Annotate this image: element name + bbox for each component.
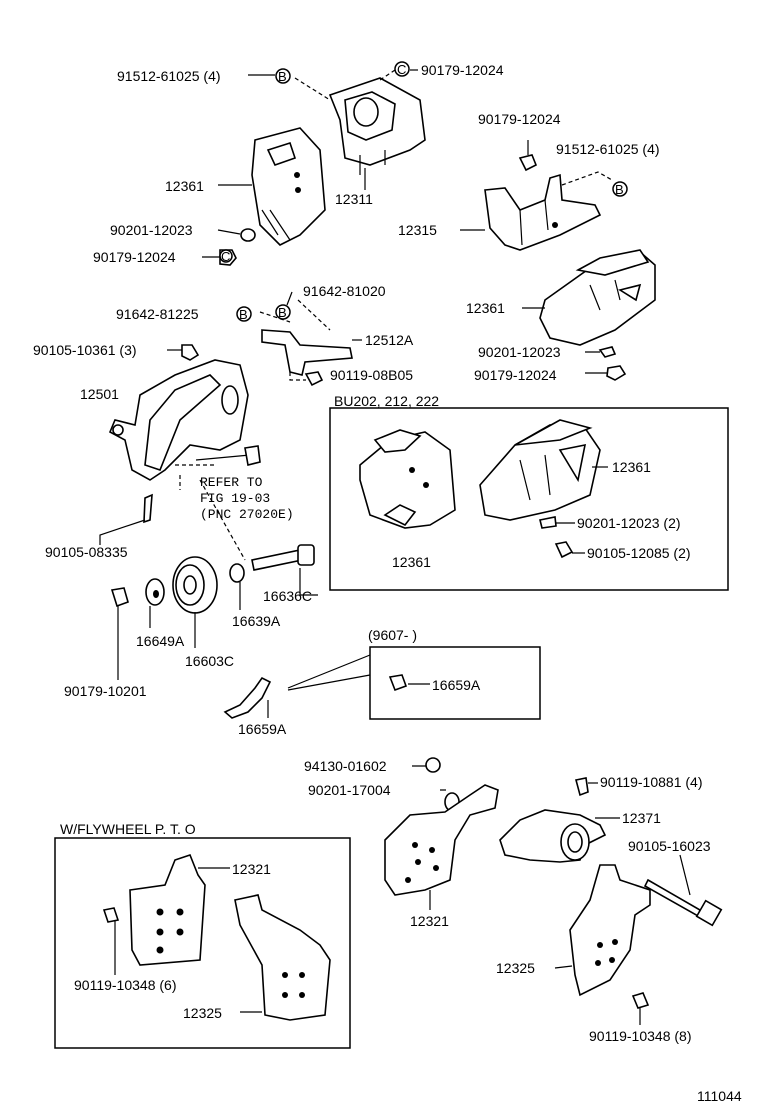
svg-text:C: C bbox=[397, 62, 406, 77]
label-91642-81225: 91642-81225 bbox=[116, 306, 199, 322]
part-12325-right bbox=[569, 864, 651, 997]
label-90105-10361: 90105-10361 (3) bbox=[33, 342, 137, 358]
inset-box-9607 bbox=[369, 646, 541, 720]
label-90119-10348-8: 90119-10348 (8) bbox=[589, 1028, 691, 1044]
part-16659A bbox=[223, 676, 272, 719]
label-16659A-box: 16659A bbox=[432, 677, 481, 693]
svg-text:B: B bbox=[615, 182, 624, 197]
label-16636C: 16636C bbox=[263, 588, 312, 604]
svg-text:B: B bbox=[239, 307, 248, 322]
label-90105-16023: 90105-16023 bbox=[628, 838, 711, 854]
marker-b-4: B bbox=[275, 304, 291, 320]
label-16649A: 16649A bbox=[136, 633, 185, 649]
label-16659A: 16659A bbox=[238, 721, 287, 737]
label-12361-b: 12361 bbox=[466, 300, 505, 316]
marker-c-top: C bbox=[394, 61, 410, 77]
figure-number: 111044 bbox=[697, 1088, 742, 1104]
label-12325-mid: 12325 bbox=[496, 960, 535, 976]
label-12315: 12315 bbox=[398, 222, 437, 238]
nut-icon bbox=[518, 154, 538, 172]
label-90179-12024-top: 90179-12024 bbox=[421, 62, 504, 78]
label-91512-61025-b: 91512-61025 (4) bbox=[556, 141, 660, 157]
label-90201-12023-b: 90201-12023 bbox=[478, 344, 561, 360]
wf-part-12325 bbox=[234, 894, 331, 1021]
bu-label-12361-b: 12361 bbox=[612, 459, 651, 475]
marker-b-2: B bbox=[612, 181, 628, 197]
label-90119-10881: 90119-10881 (4) bbox=[600, 774, 702, 790]
part-12371 bbox=[499, 809, 607, 863]
wflywheel-title: W/FLYWHEEL P. T. O bbox=[60, 821, 196, 837]
label-91642-81020: 91642-81020 bbox=[303, 283, 386, 299]
part-12311 bbox=[328, 77, 426, 175]
label-12512A: 12512A bbox=[365, 332, 414, 348]
label-90201-17004: 90201-17004 bbox=[308, 782, 391, 798]
label-90179-12024-c: 90179-12024 bbox=[474, 367, 557, 383]
label-12321-mid: 12321 bbox=[410, 913, 449, 929]
part-12361-top-left bbox=[251, 127, 326, 246]
marker-b-1: B bbox=[275, 68, 291, 84]
label-90105-08335: 90105-08335 bbox=[45, 544, 128, 560]
bu-part-12361-left bbox=[359, 429, 456, 529]
label-94130-01602: 94130-01602 bbox=[304, 758, 387, 774]
part-12361-right bbox=[539, 249, 656, 346]
label-16639A: 16639A bbox=[232, 613, 281, 629]
svg-text:B: B bbox=[278, 69, 287, 84]
label-12371: 12371 bbox=[622, 810, 661, 826]
label-16603C: 16603C bbox=[185, 653, 234, 669]
washer-icon bbox=[240, 228, 256, 242]
label-refer-3: (PNC 27020E) bbox=[200, 507, 294, 522]
part-12321-mid bbox=[384, 784, 499, 896]
label-90119-08B05: 90119-08B05 bbox=[330, 367, 413, 383]
wf-label-12325: 12325 bbox=[183, 1005, 222, 1021]
label-90201-12023-a: 90201-12023 bbox=[110, 222, 193, 238]
label-12501: 12501 bbox=[80, 386, 119, 402]
nut-94130 bbox=[425, 757, 441, 773]
label-refer-1: REFER TO bbox=[200, 475, 263, 490]
bu-label-90105: 90105-12085 (2) bbox=[587, 545, 691, 561]
bolt-90105-16023 bbox=[643, 878, 723, 927]
label-12361-a: 12361 bbox=[165, 178, 204, 194]
part-16636C bbox=[251, 544, 315, 571]
label-90179-12024-a: 90179-12024 bbox=[93, 249, 176, 265]
label-refer-2: FIG 19-03 bbox=[200, 491, 270, 506]
wf-label-12321: 12321 bbox=[232, 861, 271, 877]
label-12311: 12311 bbox=[335, 191, 373, 207]
label-90179-12024-b: 90179-12024 bbox=[478, 111, 561, 127]
label-9607: (9607- ) bbox=[368, 627, 417, 643]
part-12315 bbox=[484, 173, 602, 251]
svg-text:B: B bbox=[278, 305, 287, 320]
bu-part-12361-right bbox=[479, 419, 601, 521]
marker-b-3: B bbox=[236, 306, 252, 322]
bu-label-12361-a: 12361 bbox=[392, 554, 431, 570]
marker-c-2: C bbox=[219, 249, 233, 264]
washer-16639A bbox=[229, 563, 245, 583]
bu-inset-box bbox=[329, 407, 729, 591]
bu-title: BU202, 212, 222 bbox=[334, 393, 439, 409]
label-91512-61025-top: 91512-61025 (4) bbox=[117, 68, 221, 84]
part-12512A bbox=[261, 329, 353, 376]
part-12501 bbox=[108, 359, 249, 481]
svg-text:C: C bbox=[221, 249, 230, 264]
flywheel-inset-box bbox=[54, 837, 351, 1049]
wf-label-90119: 90119-10348 (6) bbox=[74, 977, 176, 993]
pulley-16603C bbox=[172, 556, 218, 614]
label-90179-10201: 90179-10201 bbox=[64, 683, 147, 699]
bu-label-90201: 90201-12023 (2) bbox=[577, 515, 681, 531]
wf-part-12321 bbox=[129, 854, 206, 966]
nut-icon bbox=[110, 587, 129, 608]
